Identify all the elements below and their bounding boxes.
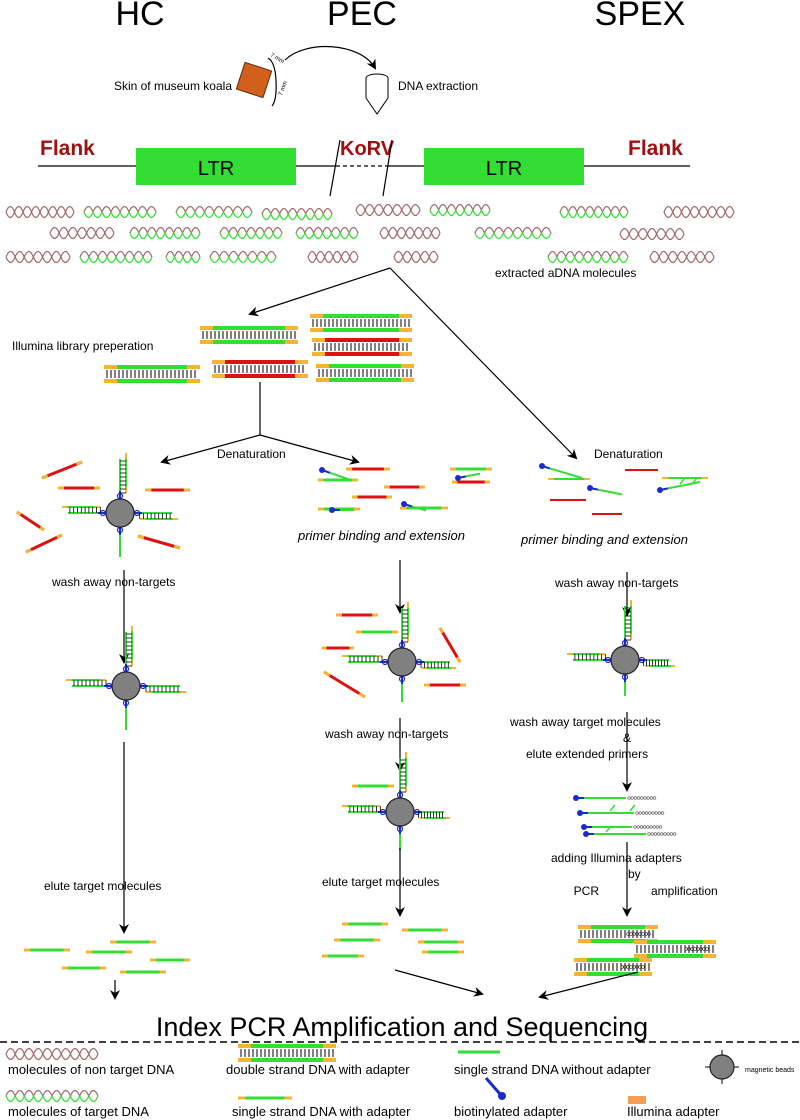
target-dna-wave bbox=[547, 250, 629, 259]
ltr-left-label: LTR bbox=[198, 158, 234, 180]
koala-skin-icon bbox=[235, 57, 277, 107]
flank-left-label: Flank bbox=[40, 137, 95, 160]
header-spex: SPEX bbox=[595, 0, 686, 33]
legend-ss-adapter-label: single strand DNA with adapter bbox=[232, 1104, 411, 1119]
ss-dna-molecule bbox=[438, 627, 462, 663]
non-target-dna-wave bbox=[619, 227, 685, 236]
spex-extended-primers bbox=[573, 795, 677, 837]
header-hc: HC bbox=[115, 0, 164, 33]
skin-label: Skin of museum koala bbox=[114, 79, 232, 93]
hc-wash-label: wash away non-targets bbox=[51, 575, 175, 589]
denaturation-label-1: Denaturation bbox=[217, 447, 286, 461]
target-dna-wave bbox=[209, 250, 277, 259]
target-dna-wave bbox=[219, 226, 283, 235]
non-target-dna-wave bbox=[355, 203, 421, 212]
pec-bead-cluster-1 bbox=[322, 602, 466, 702]
biotin-legend-icon bbox=[484, 1077, 502, 1095]
spex-wash-target-2: elute extended primers bbox=[526, 747, 648, 761]
ltr-right-label: LTR bbox=[486, 158, 522, 180]
spex-adapt-3: amplification bbox=[651, 884, 718, 898]
ltr-left-box bbox=[136, 148, 296, 185]
korv-label: KoRV bbox=[340, 138, 395, 160]
pec-wash-label: wash away non-targets bbox=[324, 727, 448, 741]
legend-ss-no-adapter-label: single strand DNA without adapter bbox=[454, 1062, 651, 1077]
magnetic-bead bbox=[105, 498, 135, 528]
magnetic-bead bbox=[709, 1054, 735, 1080]
non-target-dna-wave bbox=[393, 250, 439, 259]
spex-adapt-2: by bbox=[628, 867, 641, 881]
magnetic-bead bbox=[385, 797, 415, 827]
legend-ds-adapter-label: double strand DNA with adapter bbox=[226, 1062, 410, 1077]
pec-primer-scatter bbox=[318, 467, 492, 513]
header-pec: PEC bbox=[327, 0, 397, 33]
legend-target-label: molecules of target DNA bbox=[8, 1104, 149, 1119]
legend-beads-label: magnetic beads bbox=[745, 1067, 795, 1074]
ss-dna-molecule bbox=[25, 533, 63, 554]
hc-bead-cluster-1 bbox=[16, 453, 190, 557]
pec-bead-cluster-2 bbox=[342, 752, 450, 850]
extraction-arrow bbox=[284, 45, 377, 70]
flank-right-label: Flank bbox=[628, 137, 683, 160]
ss-dna-molecule bbox=[465, 472, 481, 478]
non-target-dna-wave bbox=[5, 250, 71, 259]
library-molecules bbox=[104, 314, 414, 383]
tube-icon bbox=[365, 73, 389, 115]
hc-eluted-molecules bbox=[24, 940, 190, 974]
non-target-dna-wave bbox=[49, 226, 115, 235]
ss-dna-molecule bbox=[41, 460, 83, 480]
extracted-label: extracted aDNA molecules bbox=[495, 266, 636, 280]
dim-label-b: 7 mm bbox=[278, 81, 289, 97]
ss-dna-molecule bbox=[411, 505, 427, 512]
ss-dna-molecule bbox=[137, 534, 181, 550]
spex-bead-cluster bbox=[567, 600, 675, 696]
ss-dna-molecule bbox=[597, 488, 623, 496]
ss-dna-molecule bbox=[329, 471, 351, 481]
legend-biotin-label: biotinylated adapter bbox=[454, 1104, 568, 1119]
magnetic-bead bbox=[610, 645, 640, 675]
ss-dna-molecule bbox=[16, 510, 45, 532]
spex-amplified-molecules bbox=[574, 925, 716, 976]
extraction-label: DNA extraction bbox=[398, 79, 478, 93]
hc-bead-cluster-2 bbox=[66, 626, 186, 730]
legend-non-target-label: molecules of non target DNA bbox=[8, 1062, 175, 1077]
denaturation-label-2: Denaturation bbox=[594, 447, 663, 461]
ss-dna-molecule bbox=[667, 481, 701, 490]
spex-adapt-pcr: PCR bbox=[574, 884, 600, 898]
dim-label-a: 7 mm bbox=[269, 53, 285, 66]
legend bbox=[5, 1044, 739, 1104]
extracted-dna-group bbox=[5, 203, 735, 264]
hc-elute-label: elute target molecules bbox=[44, 879, 161, 893]
non-target-dna-wave bbox=[649, 250, 715, 259]
magnetic-bead bbox=[111, 671, 141, 701]
target-dna-wave bbox=[295, 226, 359, 235]
spex-wash-target-1: wash away target molecules bbox=[509, 715, 661, 729]
ss-dna-molecule bbox=[549, 467, 583, 479]
pec-elute-label: elute target molecules bbox=[322, 875, 439, 889]
pec-eluted-molecules bbox=[322, 922, 464, 958]
primer-label-pec: primer binding and extension bbox=[297, 528, 465, 543]
ss-dna-molecule bbox=[323, 670, 366, 699]
spex-primer-scatter bbox=[539, 463, 708, 515]
magnetic-bead bbox=[387, 647, 417, 677]
primer-label-spex: primer binding and extension bbox=[520, 532, 688, 547]
legend-illumina-label: Illumina adapter bbox=[627, 1104, 720, 1119]
spex-wash-label: wash away non-targets bbox=[554, 576, 678, 590]
spex-adapt-1: adding Illumina adapters bbox=[551, 851, 682, 865]
target-dna-wave bbox=[429, 203, 491, 212]
library-label: Illumina library preperation bbox=[12, 339, 153, 353]
illumina-adapter-icon bbox=[628, 1096, 646, 1104]
final-label: Index PCR Amplification and Sequencing bbox=[156, 1012, 648, 1042]
non-target-dna-wave bbox=[379, 226, 441, 235]
ltr-right-box bbox=[424, 148, 584, 185]
